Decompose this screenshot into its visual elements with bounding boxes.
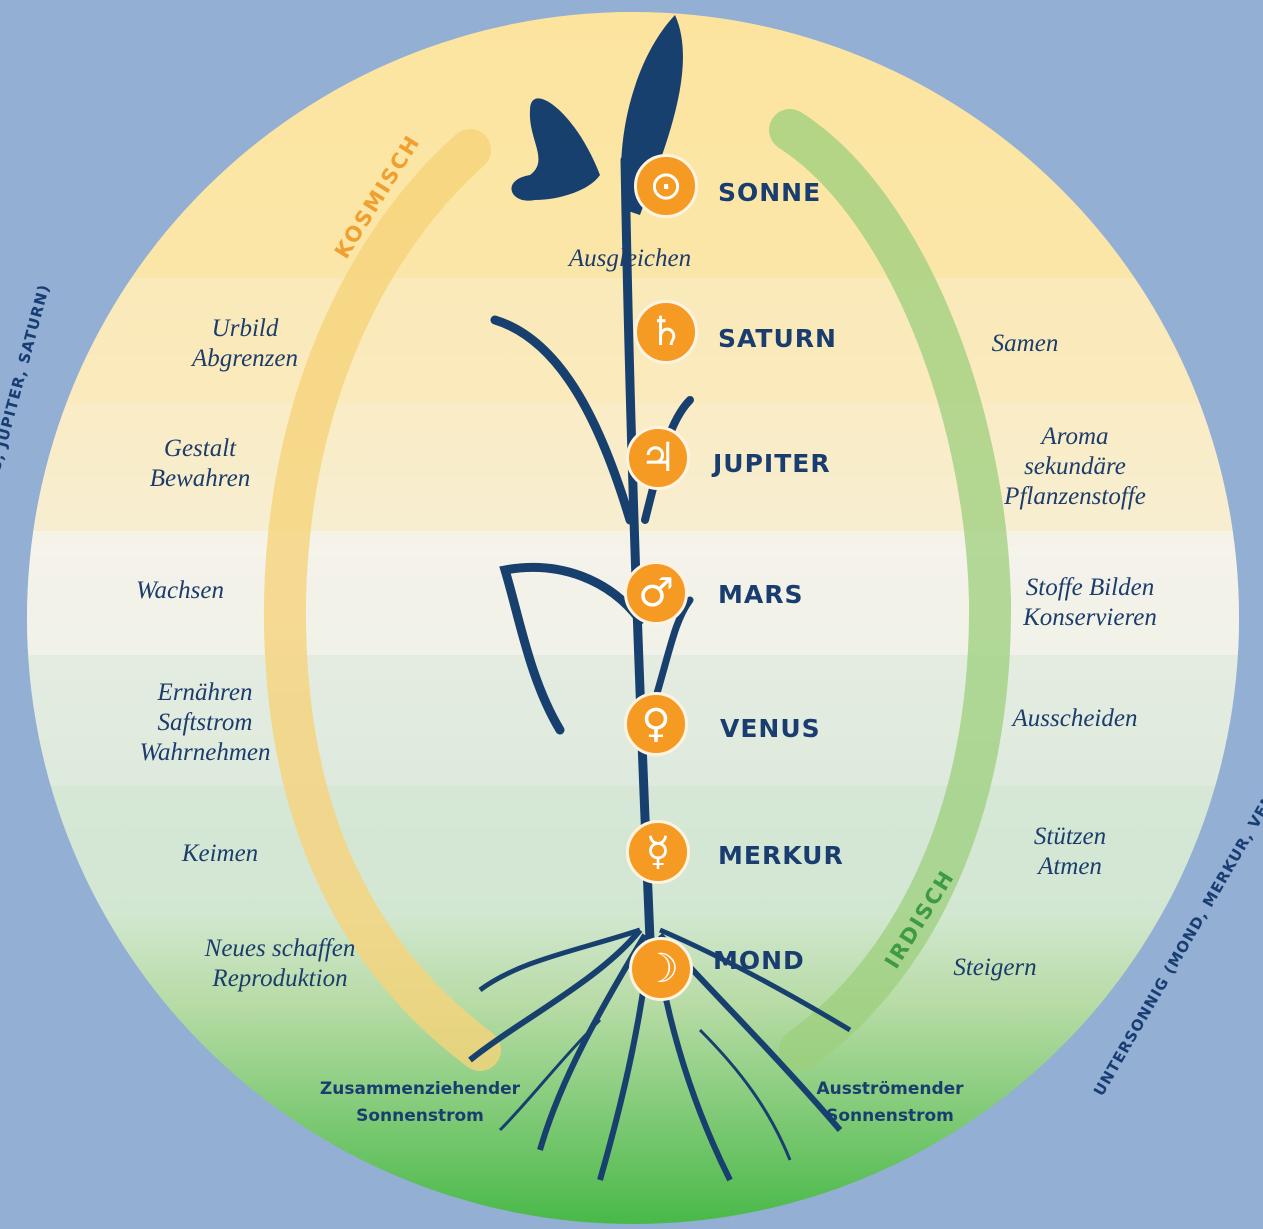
planet-label-merkur: MERKUR — [718, 841, 844, 870]
moon-symbol-icon: ☽ — [629, 937, 693, 1001]
planet-label-sonne: SONNE — [718, 178, 822, 207]
saturn-symbol-icon: ♄ — [634, 300, 698, 364]
mercury-symbol-icon: ☿ — [626, 820, 690, 884]
planet-label-venus: VENUS — [720, 714, 821, 743]
right-label-2: Aroma sekundäre Pflanzenstoffe — [1004, 423, 1146, 510]
right-label-3: Stoffe Bilden Konservieren — [1023, 574, 1157, 631]
left-label-1: Urbild Abgrenzen — [192, 315, 298, 372]
left-label-5: Keimen — [181, 840, 259, 867]
kosmisch-arc — [263, 129, 501, 1071]
right-label-4: Ausscheiden — [1012, 705, 1138, 732]
right-label-5: Stützen Atmen — [1033, 823, 1107, 880]
mars-symbol-icon: ♂ — [624, 561, 688, 625]
contracting-stream-label: Zusammenziehender Sonnenstrom — [319, 1079, 521, 1126]
center-label: Ausgleichen — [568, 245, 692, 272]
venus-symbol-icon: ♀ — [624, 692, 688, 756]
jupiter-symbol-icon: ♃ — [626, 426, 690, 490]
planet-label-mars: MARS — [718, 580, 804, 609]
expanding-stream-label: Ausströmender Sonnenstrom — [816, 1079, 964, 1126]
planet-label-saturn: SATURN — [718, 324, 837, 353]
left-label-4: Ernähren Saftstrom Wahrnehmen — [139, 679, 271, 766]
left-label-6: Neues schaffen Reproduktion — [204, 935, 356, 992]
left-label-2: Gestalt Bewahren — [149, 435, 251, 492]
planet-label-jupiter: JUPITER — [713, 449, 831, 478]
irdisch-arc — [769, 109, 1012, 1071]
right-label-6: Steigern — [953, 954, 1037, 981]
left-label-3: Wachsen — [136, 577, 224, 604]
sun-symbol-icon: ⊙ — [634, 154, 698, 218]
right-label-1: Samen — [991, 330, 1059, 357]
wheat-ear-illustration — [621, 15, 683, 215]
butterfly-illustration — [511, 98, 600, 201]
planet-label-mond: MOND — [713, 946, 805, 975]
